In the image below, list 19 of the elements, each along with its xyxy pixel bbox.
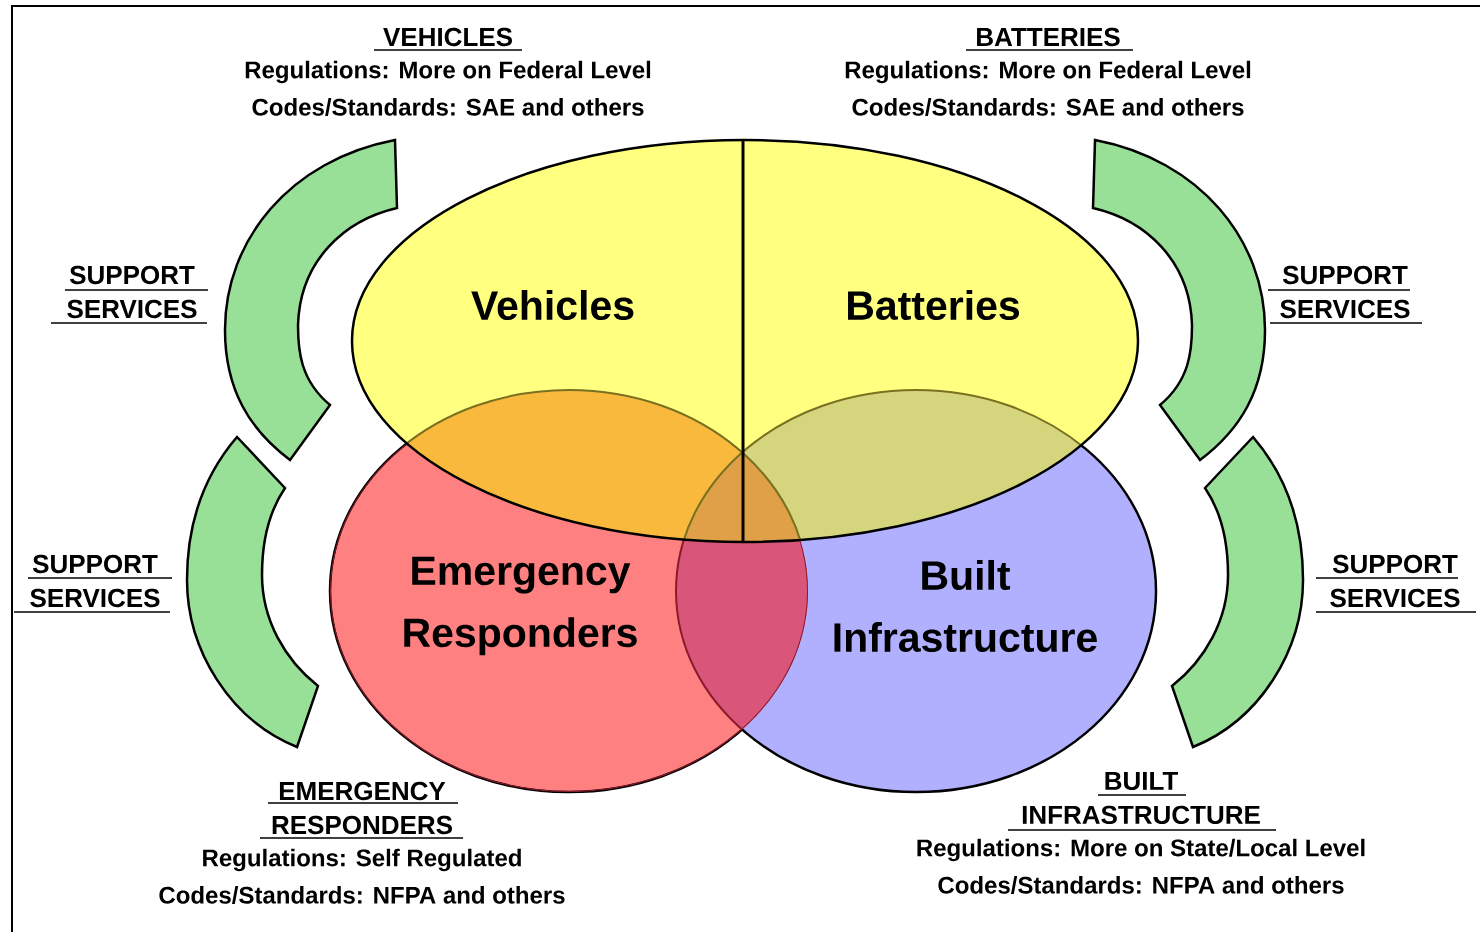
support-arc: SUPPORT SERVICES (50, 138, 399, 462)
node-label: SUPPORT SERVICES (1330, 554, 1460, 608)
support-arc: SUPPORT SERVICES (13, 435, 320, 749)
regulation-text: Regulations: More on State/Local Level (917, 838, 1365, 862)
regulation-text: Regulations: More on Federal Level (245, 60, 651, 84)
regulation-text: Codes/Standards: SAE and others (852, 98, 1244, 116)
regulation-text: Regulations: Self Regulated (203, 848, 521, 872)
regulation-text: Codes/Standards: NFPA and others (938, 876, 1344, 894)
support-arc: SUPPORT SERVICES (1091, 138, 1423, 462)
node-label: SUPPORT SERVICES (67, 265, 197, 319)
regulation-text: Codes/Standards: SAE and others (252, 98, 644, 116)
heading-text: BATTERIES (965, 27, 1134, 51)
heading-text: VEHICLES (373, 27, 523, 51)
ellipse-half: Batteries (743, 138, 1140, 544)
support-arc: SUPPORT SERVICES (1170, 435, 1477, 749)
node-label: SUPPORT SERVICES (30, 554, 160, 608)
regulation-text: Regulations: More on Federal Level (845, 60, 1251, 84)
regulation-text: Codes/Standards: NFPA and others (159, 886, 565, 904)
node-label: SUPPORT SERVICES (1280, 265, 1410, 319)
